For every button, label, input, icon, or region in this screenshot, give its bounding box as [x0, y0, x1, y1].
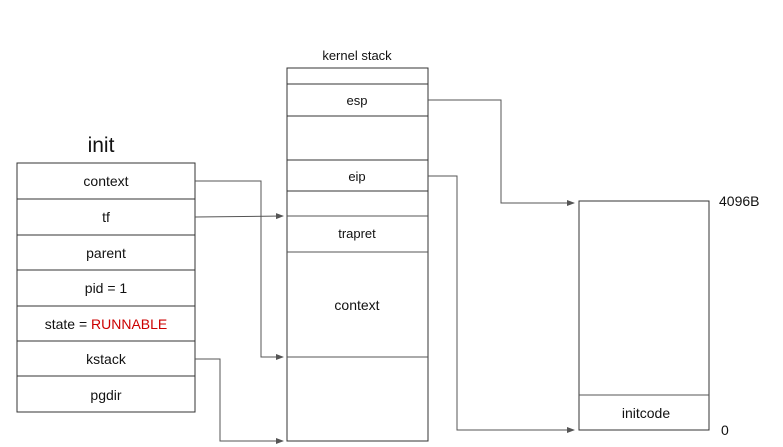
memory-initcode: initcode [622, 405, 670, 421]
proc-field-parent-box [16, 234, 196, 271]
kernel-stack-title: kernel stack [322, 48, 392, 63]
kernel-stack-eip-box [286, 159, 429, 192]
proc-field-pgdir: pgdir [90, 387, 121, 403]
proc-field-pgdir-box [16, 375, 196, 413]
arrow-kstack-to-stack-bottom [195, 358, 284, 444]
kernel-stack: esp eip trapret context [286, 67, 429, 442]
kernel-stack-eip: eip [348, 169, 365, 184]
memory-bottom-label: 0 [721, 422, 729, 438]
arrow-eip-to-initcode [428, 175, 575, 433]
proc-field-context: context [83, 173, 128, 189]
proc-field-pid: pid = 1 [85, 280, 128, 296]
proc-field-state: state = RUNNABLE [45, 316, 168, 332]
proc-field-kstack-box [16, 340, 196, 377]
proc-title: init [88, 134, 115, 157]
memory-page-outline [578, 200, 710, 431]
memory-page: initcode 4096B 0 [578, 193, 759, 438]
state-label: state = [45, 316, 91, 332]
kernel-stack-esp-box [286, 83, 429, 117]
arrow-context-to-stack-context [195, 180, 284, 360]
proc-field-context-box [16, 162, 196, 200]
kernel-stack-outline [286, 67, 429, 442]
memory-top-label: 4096B [719, 193, 759, 209]
proc-field-kstack: kstack [86, 351, 127, 367]
proc-field-pid-box [16, 269, 196, 307]
proc-field-parent: parent [86, 245, 126, 261]
kernel-stack-esp: esp [347, 93, 368, 108]
proc-field-tf-box [16, 198, 196, 236]
proc-struct: context tf parent pid = 1 state = RUNNAB… [16, 162, 196, 413]
kernel-stack-context: context [334, 297, 379, 313]
arrow-esp-to-page-top [428, 99, 575, 206]
kernel-stack-trapret: trapret [338, 226, 376, 241]
state-value: RUNNABLE [91, 316, 167, 332]
arrows [194, 99, 575, 444]
arrow-tf-to-trapframe [194, 213, 284, 220]
proc-field-tf: tf [102, 209, 110, 225]
